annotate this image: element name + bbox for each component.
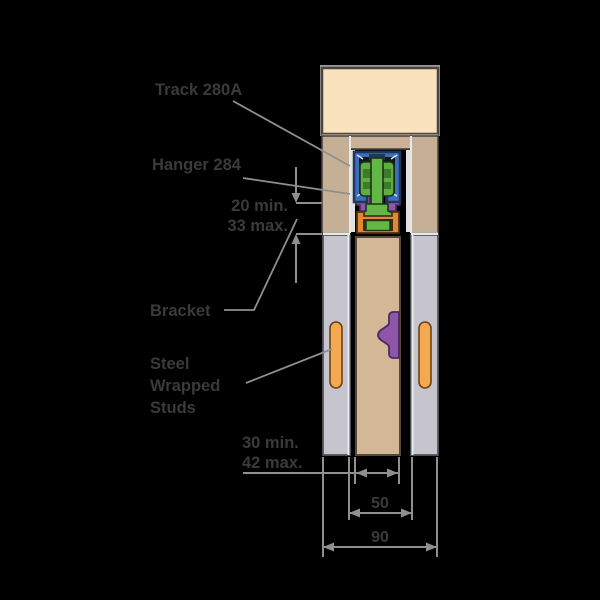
track-highlights (356, 154, 398, 197)
label-studs-1: Steel (150, 355, 189, 373)
pocket-jamb-right (406, 150, 410, 232)
bracket-bolt-end (365, 219, 391, 232)
label-studs-3: Studs (150, 399, 196, 417)
dim-arrow-pocket-left (349, 508, 360, 518)
label-dim-90: 90 (371, 529, 389, 546)
leader-track (232, 100, 351, 167)
dim-arrow-wall-right (426, 542, 437, 552)
dim-arrow-clearance-up (291, 234, 301, 244)
dim-arrow-pocket-right (401, 508, 412, 518)
label-door-min: 30 min. (242, 434, 299, 452)
label-hanger: Hanger 284 (152, 156, 242, 174)
header-plate (320, 66, 440, 136)
track-lintel (349, 135, 412, 150)
dim-arrow-door-right (387, 468, 398, 478)
leader-studs (245, 348, 333, 384)
roller-left-detail2 (363, 182, 371, 189)
label-clearance-min: 20 min. (231, 197, 288, 215)
right-steel-highlight (411, 235, 414, 455)
label-track: Track 280A (155, 81, 242, 99)
dim-arrow-wall-left (323, 542, 334, 552)
axle-bolt-head (369, 154, 385, 160)
right-wood-stud (410, 135, 439, 234)
dim-arrow-door-left (356, 468, 367, 478)
stud-seam-left (349, 136, 351, 233)
leader-bracket (224, 218, 298, 311)
label-studs-2: Wrapped (150, 377, 220, 395)
dim-arrow-clearance-down (291, 193, 301, 203)
roller-left-detail (363, 169, 371, 178)
leader-hanger (242, 177, 351, 195)
label-clearance-max: 33 max. (227, 217, 288, 235)
label-dim-50: 50 (371, 495, 389, 512)
roller-right-detail2 (383, 182, 391, 189)
right-stud-joint (411, 232, 438, 235)
label-bracket: Bracket (150, 302, 211, 320)
left-steel-highlight (347, 235, 350, 455)
left-wood-stud (321, 135, 351, 234)
door-pull-handle (377, 311, 400, 359)
left-stud-joint (323, 232, 350, 235)
right-stud-slot (418, 321, 432, 389)
stud-seam-right (410, 136, 412, 233)
left-stud-slot (329, 321, 343, 389)
roller-right-detail (383, 169, 391, 178)
label-door-max: 42 max. (242, 454, 303, 472)
